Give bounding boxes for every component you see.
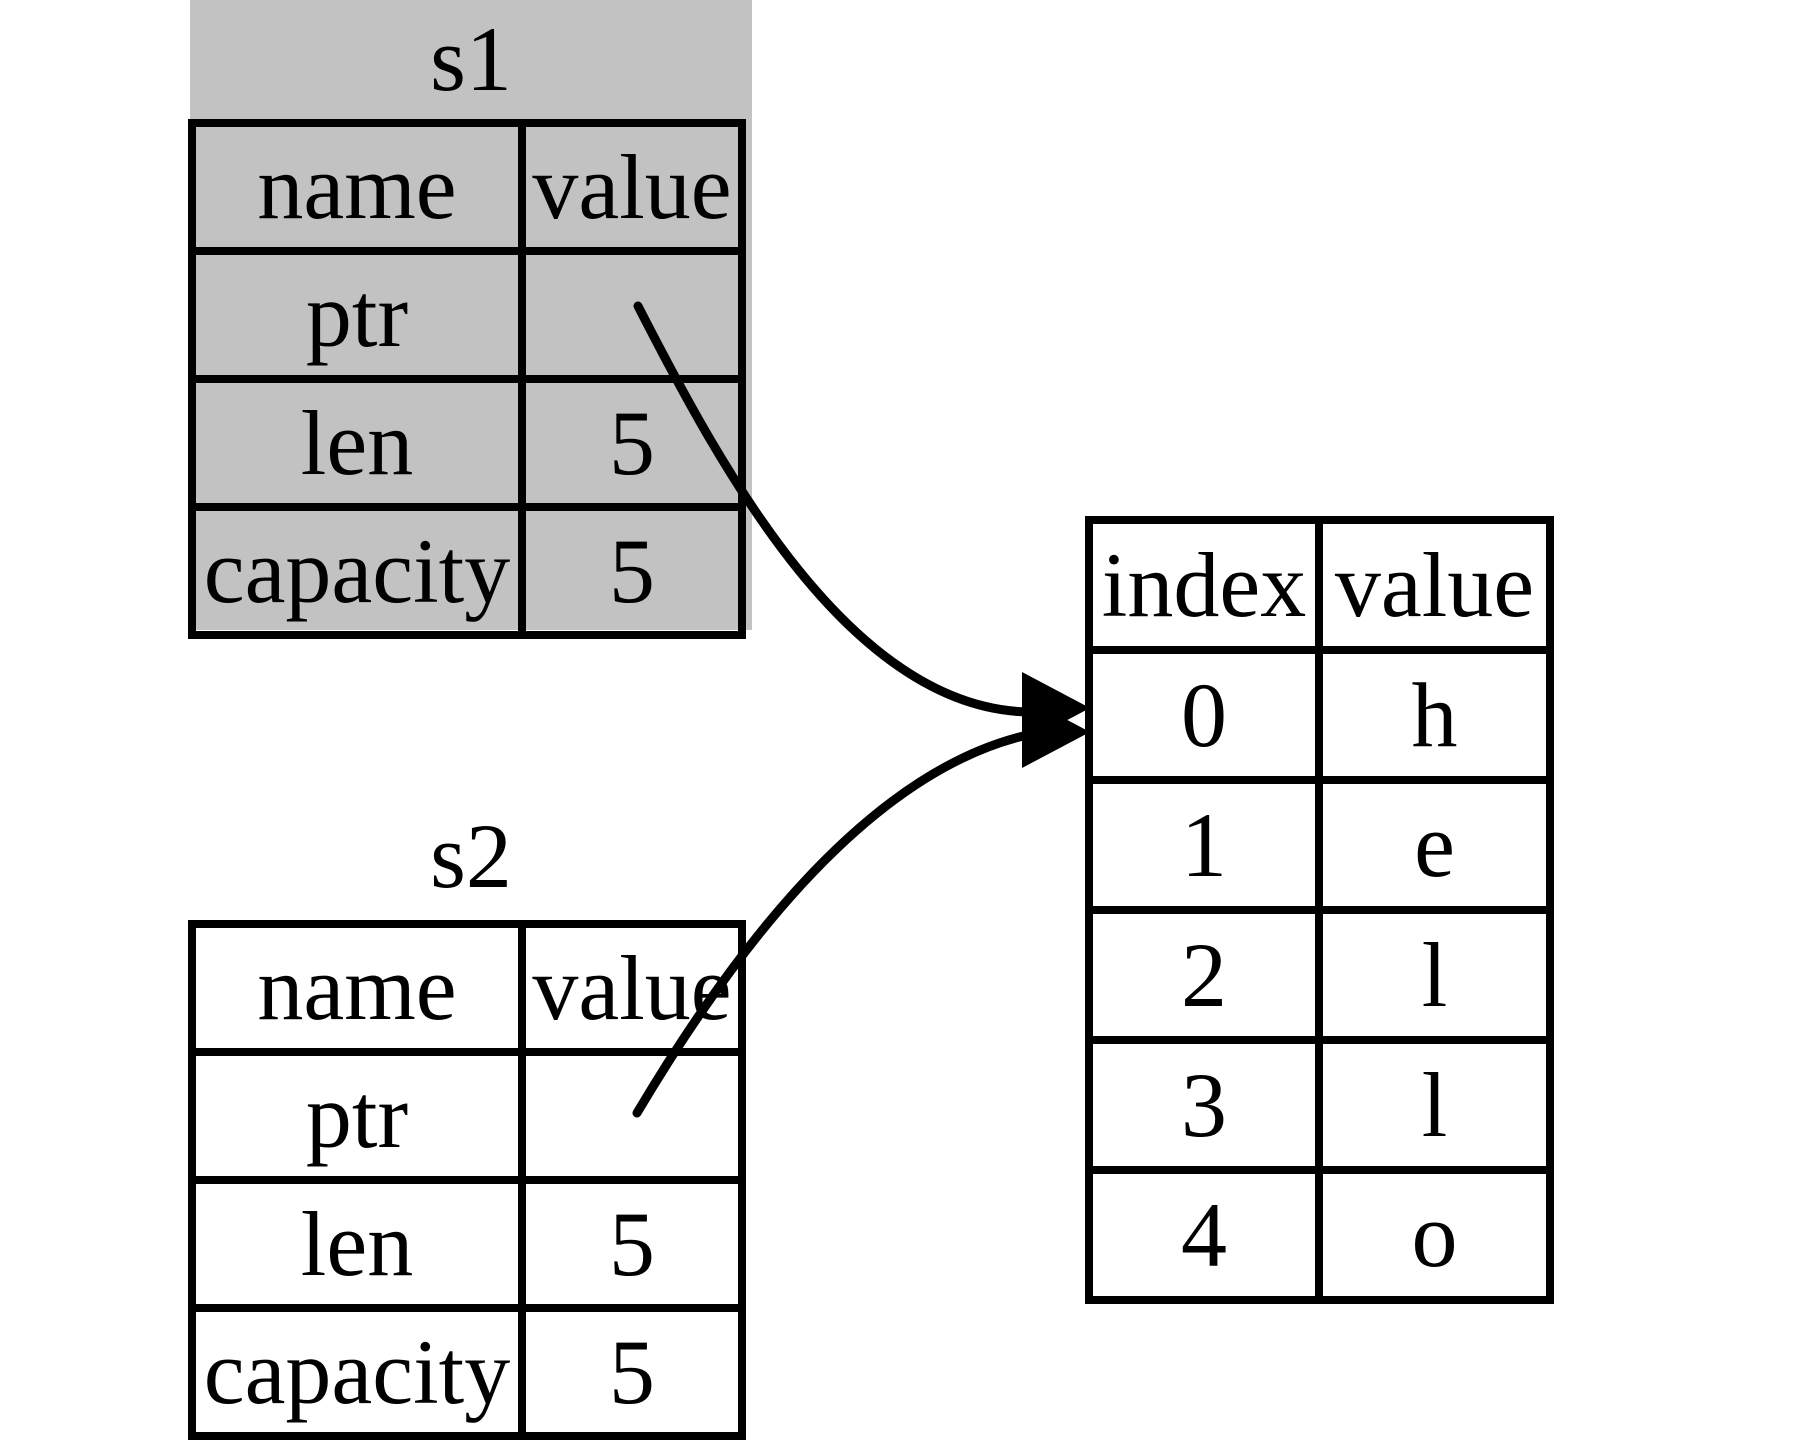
s1-capacity-value: 5 (518, 503, 746, 639)
heap-row-3: 3 l (1085, 1036, 1554, 1174)
s2-row-len: len 5 (188, 1176, 746, 1312)
s2-ptr-value (518, 1048, 746, 1184)
heap-col-header-value: value (1315, 516, 1554, 654)
s2-col-header-value: value (518, 920, 746, 1056)
s1-ptr-label: ptr (188, 247, 526, 383)
s2-capacity-label: capacity (188, 1304, 526, 1440)
heap-col-header-index: index (1085, 516, 1323, 654)
s1-col-header-name: name (188, 119, 526, 255)
heap-row-2: 2 l (1085, 906, 1554, 1044)
s2-len-label: len (188, 1176, 526, 1312)
heap-header-row: index value (1085, 516, 1554, 654)
s2-title: s2 (430, 805, 512, 907)
s1-ptr-value (518, 247, 746, 383)
s1-row-len: len 5 (188, 375, 746, 511)
heap-index-2: 2 (1085, 906, 1323, 1044)
s1-header-row: name value (188, 119, 746, 255)
s2-ptr-arrowhead-icon (1022, 696, 1090, 768)
s1-stack-table: name value ptr len 5 capacity 5 (188, 119, 746, 639)
heap-value-1: e (1315, 776, 1554, 914)
s1-row-capacity: capacity 5 (188, 503, 746, 639)
heap-row-4: 4 o (1085, 1166, 1554, 1304)
s2-len-value: 5 (518, 1176, 746, 1312)
s2-col-header-name: name (188, 920, 526, 1056)
s1-capacity-label: capacity (188, 503, 526, 639)
s2-row-capacity: capacity 5 (188, 1304, 746, 1440)
heap-buffer-table: index value 0 h 1 e 2 l 3 l 4 o (1085, 516, 1554, 1304)
heap-index-4: 4 (1085, 1166, 1323, 1304)
s1-ptr-arrowhead-icon (1022, 672, 1090, 744)
heap-value-0: h (1315, 646, 1554, 784)
s2-header-row: name value (188, 920, 746, 1056)
s1-col-header-value: value (518, 119, 746, 255)
s1-len-value: 5 (518, 375, 746, 511)
heap-value-4: o (1315, 1166, 1554, 1304)
s1-row-ptr: ptr (188, 247, 746, 383)
s1-title: s1 (430, 8, 512, 110)
s2-row-ptr: ptr (188, 1048, 746, 1184)
heap-value-2: l (1315, 906, 1554, 1044)
heap-index-1: 1 (1085, 776, 1323, 914)
s2-ptr-label: ptr (188, 1048, 526, 1184)
s2-capacity-value: 5 (518, 1304, 746, 1440)
heap-index-0: 0 (1085, 646, 1323, 784)
s2-stack-table: name value ptr len 5 capacity 5 (188, 920, 746, 1440)
heap-row-0: 0 h (1085, 646, 1554, 784)
heap-value-3: l (1315, 1036, 1554, 1174)
heap-row-1: 1 e (1085, 776, 1554, 914)
s1-len-label: len (188, 375, 526, 511)
heap-index-3: 3 (1085, 1036, 1323, 1174)
